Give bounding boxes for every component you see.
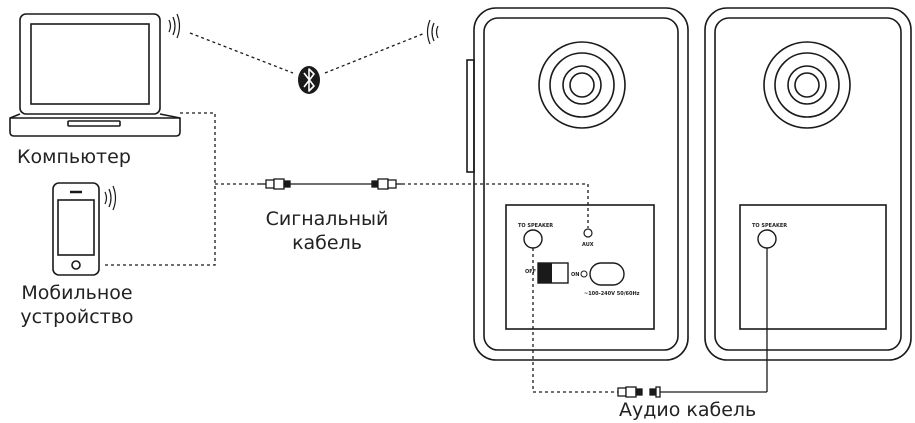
on-text: ON [571,272,579,278]
right-woofer [763,41,851,129]
mobile-label: Мобильное устройство [12,281,142,329]
laptop-icon [9,13,181,137]
source-cable [104,112,589,266]
left-rear-panel: TO SPEAKER AUX OFF ON ~100-240V 50/60Hz [505,204,655,330]
audio-cable-label: Аудио кабель [619,399,757,421]
aux-input-jack [583,228,593,238]
left-woofer [538,41,626,129]
mobile-label-line2: устройство [20,306,134,328]
signal-cable-label-line2: кабель [292,232,362,254]
speaker-output-jack [523,229,543,249]
wireless-signal-icon [104,185,117,211]
to-speaker-text-left: TO SPEAKER [518,223,553,229]
signal-cable [258,178,402,190]
power-switch-rocker [538,263,552,283]
right-rear-panel: TO SPEAKER [739,204,887,330]
right-speaker [704,7,912,361]
signal-cable-label: Сигнальный кабель [262,207,392,255]
power-socket [589,262,625,286]
off-text: OFF [525,269,536,275]
computer-label: Компьютер [17,146,131,168]
bluetooth-link [189,32,426,74]
audio-cable-jack [617,386,661,398]
wireless-signal-icon [168,13,181,39]
aux-text: AUX [582,242,594,248]
audio-cable [532,248,768,393]
phone-icon [52,182,100,276]
speaker-input-jack [757,229,777,249]
signal-cable-label-line1: Сигнальный [265,208,389,230]
left-speaker [466,7,689,361]
bluetooth-icon [298,66,320,94]
wireless-signal-icon [426,19,439,45]
mobile-label-line1: Мобильное [21,282,133,304]
power-spec-text: ~100-240V 50/60Hz [584,291,640,297]
to-speaker-text-right: TO SPEAKER [752,223,787,229]
